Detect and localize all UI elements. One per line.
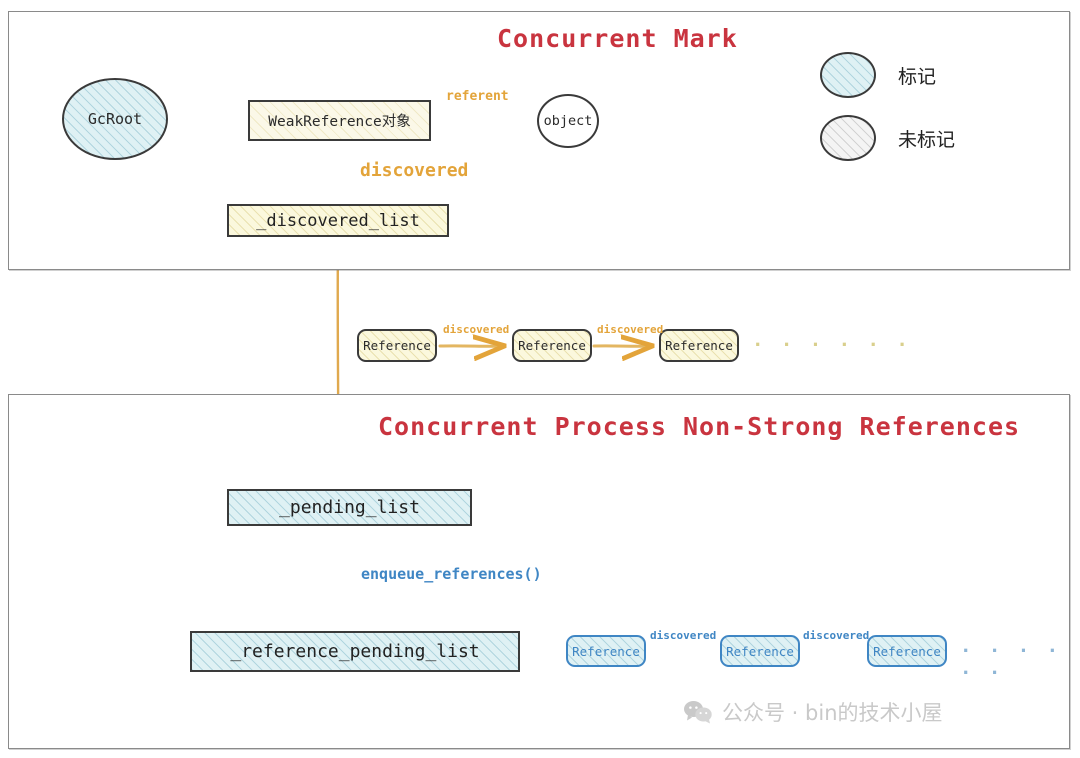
node-bottom-reference-3[interactable]: Reference	[867, 635, 947, 667]
node-bottom-reference-2-label: Reference	[726, 643, 794, 659]
legend-item-unmarked: 未标记	[820, 115, 955, 161]
node-weak-reference-label: WeakReference对象	[268, 114, 411, 130]
node-pending-list[interactable]: _pending_list	[227, 489, 472, 526]
wechat-icon	[684, 701, 712, 724]
node-object-label: object	[543, 113, 593, 129]
edge-label-discovered: discovered	[360, 160, 469, 181]
node-reference-pending-list[interactable]: _reference_pending_list	[190, 631, 520, 672]
legend-item-marked: 标记	[820, 52, 936, 98]
node-discovered-list-label: _discovered_list	[256, 210, 420, 231]
bottom-chain-ellipsis: · · · · · ·	[960, 640, 1062, 684]
node-middle-reference-3[interactable]: Reference	[659, 329, 739, 362]
node-bottom-reference-3-label: Reference	[873, 643, 941, 659]
node-discovered-list[interactable]: _discovered_list	[227, 204, 449, 237]
edge-label-middle-discovered-1: discovered	[443, 323, 510, 336]
legend-label-unmarked: 未标记	[898, 128, 956, 151]
node-middle-reference-2-label: Reference	[518, 338, 586, 353]
node-middle-reference-1-label: Reference	[363, 338, 431, 353]
node-middle-reference-2[interactable]: Reference	[512, 329, 592, 362]
arrow-middle-chain-2	[592, 346, 650, 347]
edge-label-referent: referent	[446, 89, 509, 104]
node-gc-root-label: GcRoot	[87, 110, 143, 128]
panel-concurrent-process	[8, 394, 1070, 749]
legend-label-marked: 标记	[898, 65, 937, 88]
node-pending-list-label: _pending_list	[279, 497, 420, 518]
node-reference-pending-list-label: _reference_pending_list	[230, 641, 480, 662]
node-middle-reference-1[interactable]: Reference	[357, 329, 437, 362]
edge-label-bottom-discovered-2: discovered	[803, 629, 870, 642]
edge-label-middle-discovered-2: discovered	[597, 323, 664, 336]
watermark: 公众号 · bin的技术小屋	[683, 697, 943, 727]
node-gc-root[interactable]: GcRoot	[62, 78, 168, 160]
middle-chain-ellipsis: · · · · · ·	[752, 334, 911, 356]
watermark-text: 公众号 · bin的技术小屋	[722, 701, 943, 725]
node-middle-reference-3-label: Reference	[665, 338, 733, 353]
node-weak-reference[interactable]: WeakReference对象	[248, 100, 431, 141]
panel-concurrent-mark	[8, 11, 1070, 270]
legend-swatch-unmarked-icon	[820, 115, 876, 161]
node-bottom-reference-1[interactable]: Reference	[566, 635, 646, 667]
legend-swatch-marked-icon	[820, 52, 876, 98]
edge-label-bottom-discovered-1: discovered	[650, 629, 717, 642]
panel-title-concurrent-process: Concurrent Process Non-Strong References	[378, 412, 1021, 441]
arrow-middle-chain-1	[438, 346, 502, 347]
node-bottom-reference-2[interactable]: Reference	[720, 635, 800, 667]
edge-label-enqueue-references: enqueue_references()	[361, 565, 542, 583]
node-object[interactable]: object	[537, 94, 599, 148]
panel-title-concurrent-mark: Concurrent Mark	[497, 24, 738, 53]
node-bottom-reference-1-label: Reference	[572, 643, 640, 659]
